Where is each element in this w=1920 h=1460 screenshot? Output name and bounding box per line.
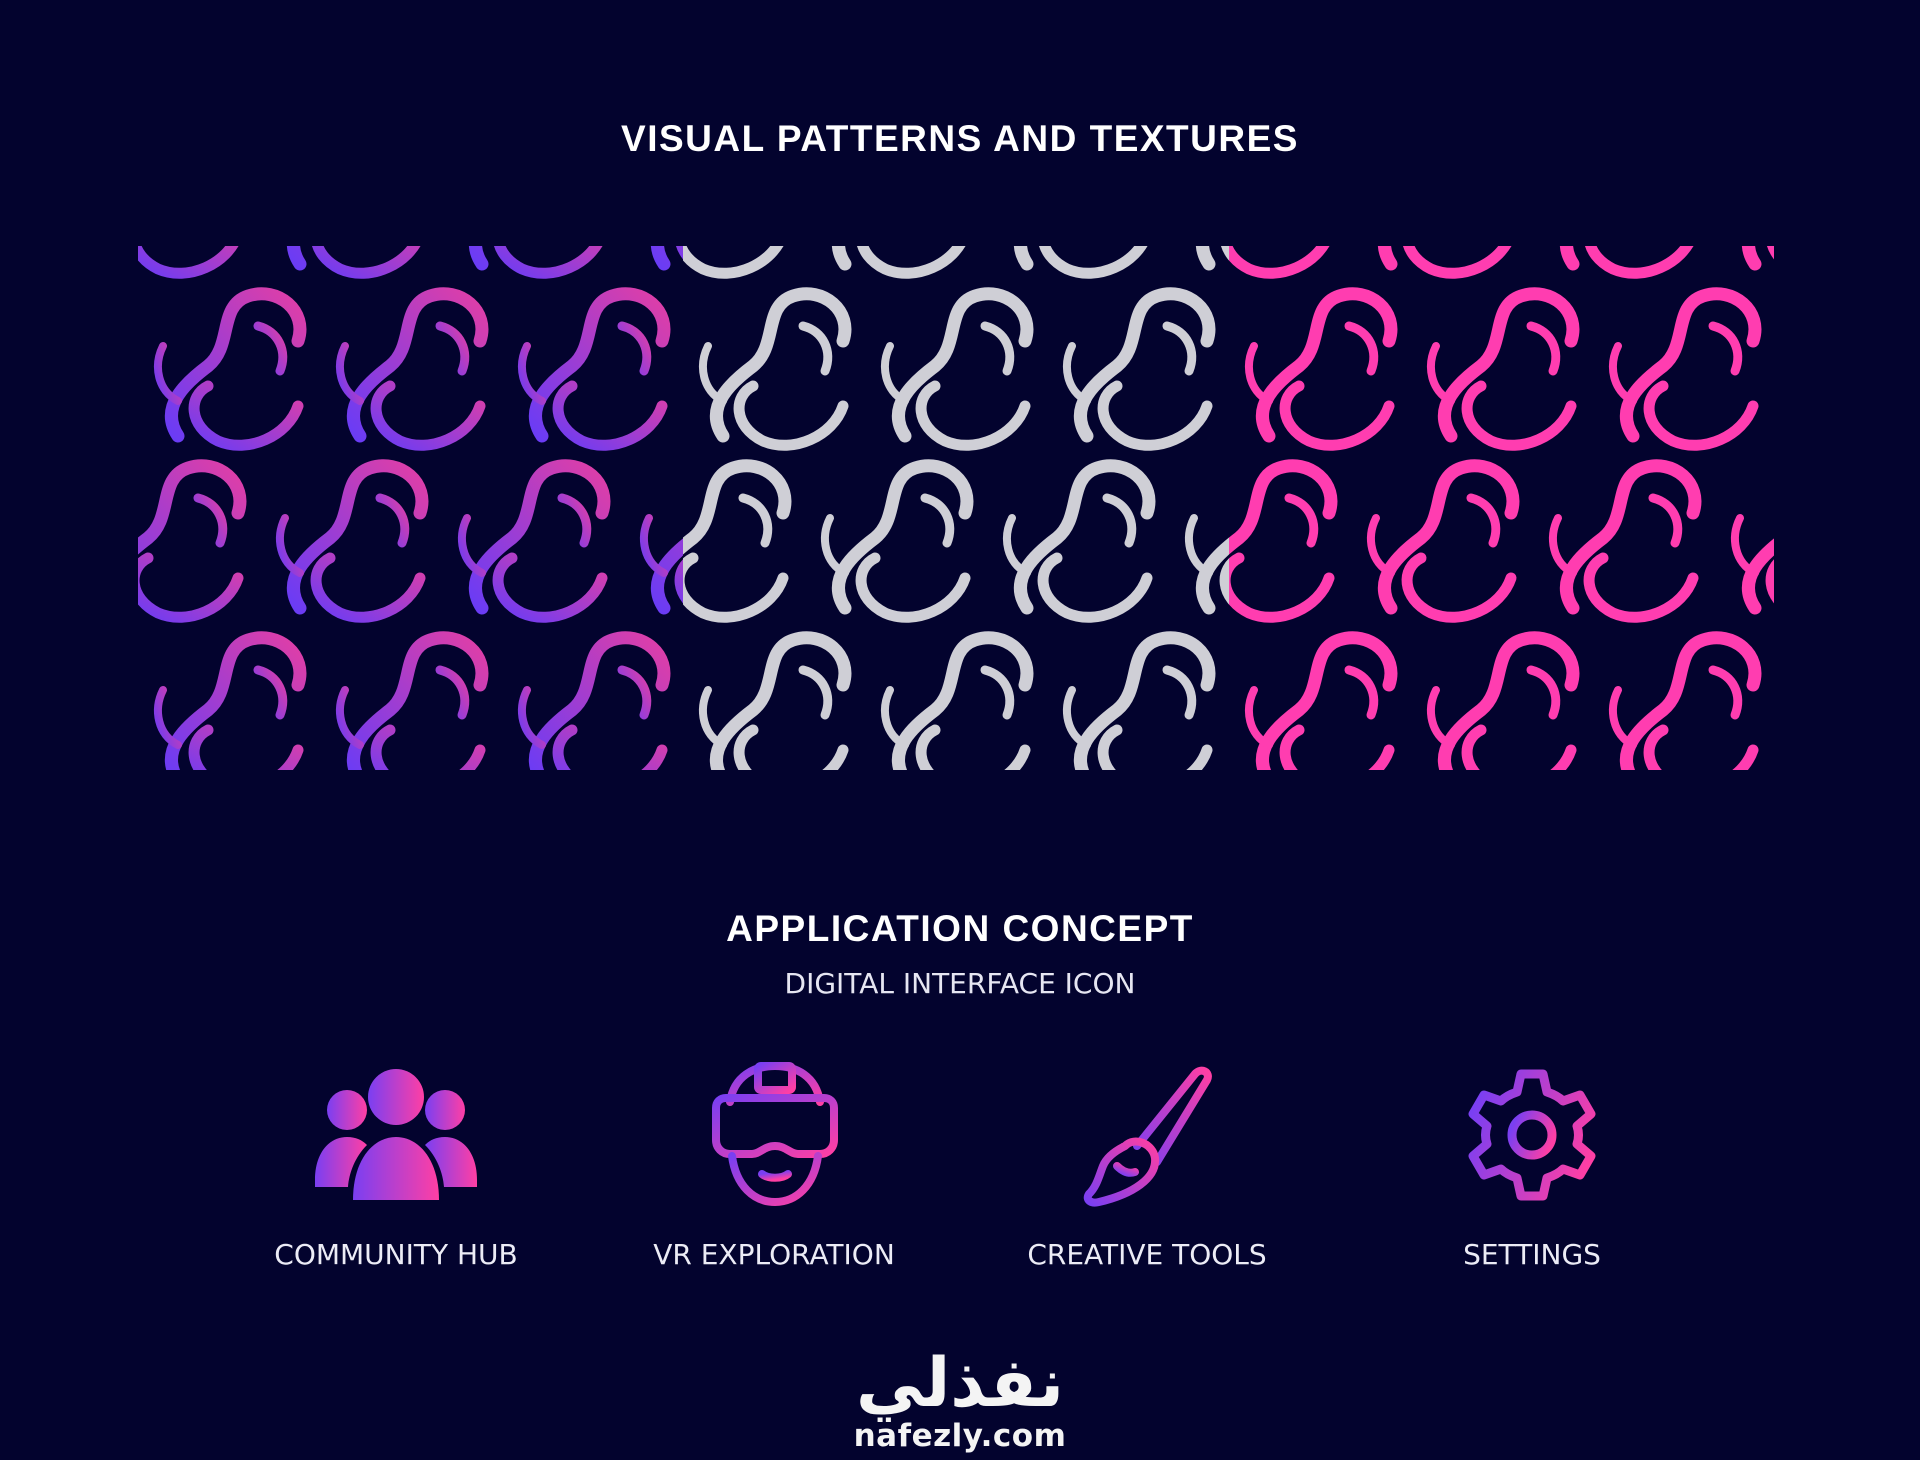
pattern-strip bbox=[138, 246, 1774, 770]
pattern-motif bbox=[1249, 638, 1391, 770]
brand-logo: نفذلي nafezly.com bbox=[840, 1340, 1080, 1460]
pattern-motif bbox=[158, 638, 300, 770]
pattern-motif bbox=[158, 294, 300, 446]
paintbrush-icon bbox=[1062, 1055, 1232, 1215]
pattern-motif bbox=[1613, 638, 1755, 770]
pattern-motif bbox=[1007, 466, 1149, 618]
pattern-motif bbox=[885, 294, 1027, 446]
pattern-motif bbox=[462, 466, 604, 618]
brand-latin-wordmark: nafezly.com bbox=[853, 1418, 1067, 1454]
pattern-motif bbox=[1371, 246, 1513, 273]
pattern-motif bbox=[825, 466, 967, 618]
pattern-motif bbox=[1613, 294, 1755, 446]
pattern-motif bbox=[1067, 294, 1209, 446]
application-section-title: APPLICATION CONCEPT bbox=[726, 908, 1194, 949]
pattern-motif bbox=[522, 294, 664, 446]
svg-text:نفذلي: نفذلي bbox=[856, 1344, 1064, 1422]
pattern-motif bbox=[340, 294, 482, 446]
pattern-motif bbox=[340, 638, 482, 770]
creative-tools-label: CREATIVE TOOLS bbox=[1027, 1238, 1267, 1271]
pattern-motif bbox=[885, 638, 1027, 770]
patterns-section-title: VISUAL PATTERNS AND TEXTURES bbox=[621, 118, 1299, 159]
application-section-subtitle: DIGITAL INTERFACE ICON bbox=[784, 967, 1136, 1000]
pattern-motif bbox=[1249, 294, 1391, 446]
pattern-motif bbox=[1189, 466, 1331, 618]
pattern-motif bbox=[1431, 638, 1573, 770]
pattern-motif bbox=[138, 246, 240, 273]
pattern-motif bbox=[703, 294, 845, 446]
pattern-motif bbox=[1553, 246, 1695, 273]
pattern-motif bbox=[1735, 466, 1774, 618]
pattern-motif bbox=[462, 246, 604, 273]
pattern-motif bbox=[703, 638, 845, 770]
pattern-motif bbox=[280, 246, 422, 273]
pattern-motif bbox=[1067, 638, 1209, 770]
vr-exploration-label: VR EXPLORATION bbox=[653, 1238, 895, 1271]
settings-label: SETTINGS bbox=[1463, 1238, 1601, 1271]
pattern-panel-purple bbox=[138, 246, 846, 770]
pattern-motif bbox=[1371, 466, 1513, 618]
vr-headset-icon bbox=[690, 1055, 860, 1215]
brand-arabic-wordmark: نفذلي bbox=[856, 1344, 1064, 1423]
community-hub-label: COMMUNITY HUB bbox=[274, 1238, 518, 1271]
gear-icon bbox=[1447, 1055, 1617, 1215]
pattern-motif bbox=[280, 466, 422, 618]
pattern-motif bbox=[1431, 294, 1573, 446]
pattern-motif bbox=[138, 466, 240, 618]
pattern-motif bbox=[522, 638, 664, 770]
pattern-motif bbox=[1553, 466, 1695, 618]
pattern-motif bbox=[1735, 246, 1774, 273]
pattern-motif bbox=[1007, 246, 1149, 273]
community-icon bbox=[311, 1055, 481, 1215]
pattern-motif bbox=[825, 246, 967, 273]
